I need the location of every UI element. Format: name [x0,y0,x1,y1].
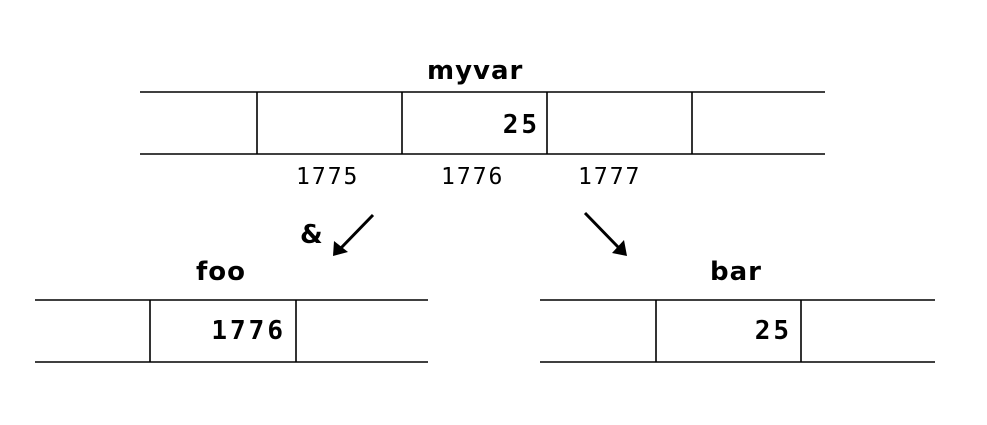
bar-memory-strip [540,299,935,363]
myvar-memory-strip [140,91,825,155]
bar-value: 25 [754,316,792,346]
address-of-operator: & [300,220,323,250]
myvar-value: 25 [502,110,540,140]
foo-label: foo [196,257,247,287]
bar-label: bar [710,257,762,287]
myvar-label: myvar [427,56,524,86]
foo-value: 1776 [211,316,286,346]
address-1776: 1776 [441,164,505,190]
address-1775: 1775 [296,164,360,190]
foo-memory-strip [35,299,428,363]
address-1777: 1777 [578,164,642,190]
arrow-to-bar [583,211,627,256]
arrow-to-foo [333,213,375,256]
